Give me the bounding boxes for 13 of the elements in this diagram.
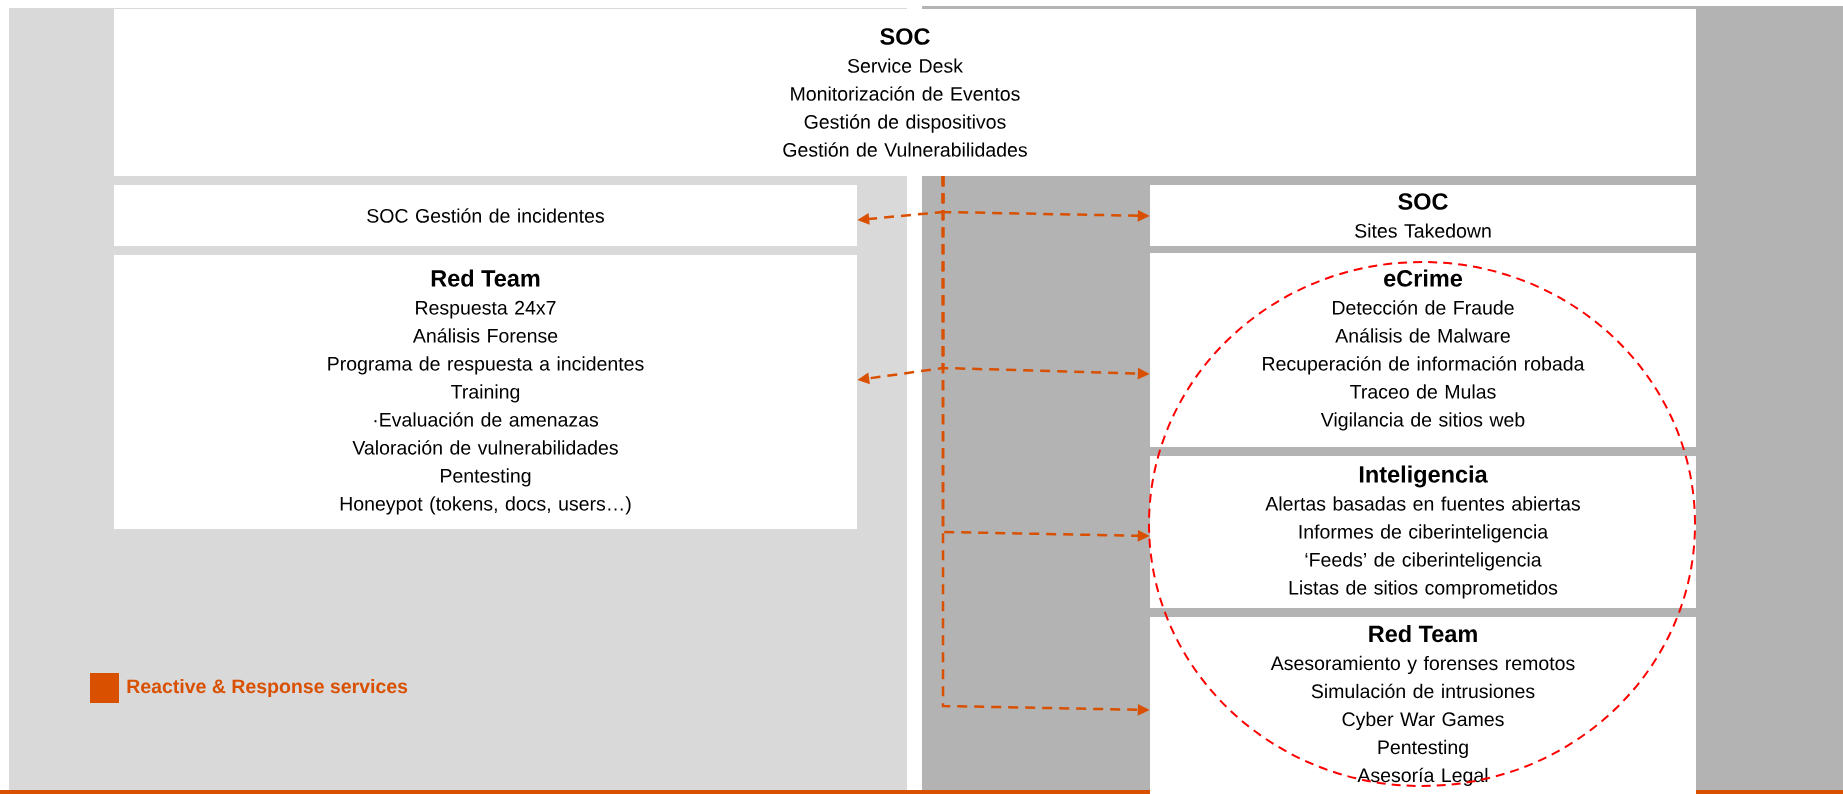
legend-label: Reactive & Response services	[127, 678, 408, 698]
service-box: SOC Sites Takedown	[1150, 185, 1696, 246]
node-label: SOC	[880, 28, 930, 45]
service-box: Red Team Asesoramiento y forenses remotos Simulación de intrusiones Cyber War Games Pentesting Asesoría Legal	[1150, 617, 1696, 794]
node-label: Gestión de dispositivos	[804, 114, 1006, 133]
node-label: Gestión de Vulnerabilidades	[783, 142, 1027, 157]
service-box: eCrime Detección de Fraude Análisis de Malware Recuperación de información robada Traceo de Mulas Vigilancia de sitios web	[1150, 253, 1696, 447]
node-label: Service Desk	[847, 58, 963, 73]
node-label: Monitorización de Eventos	[791, 86, 1020, 101]
service-box: SOC Gestión de incidentes	[114, 185, 857, 246]
service-box: SOC Service Desk Monitorización de Eventos Gestión de dispositivos Gestión de Vulnerabilidades	[114, 9, 1696, 176]
service-box: Inteligencia Alertas basadas en fuentes abiertas Informes de ciberinteligencia ‘Feeds’ de ciberinteligencia Listas de sitios comprometidos	[1150, 456, 1696, 608]
service-box: Red Team Respuesta 24x7 Análisis Forense Programa de respuesta a incidentes Training ·Evaluación de amenazas Valoración de vulnerabilidades Pentesting Honeypot (tokens, docs, users…)	[114, 255, 857, 529]
